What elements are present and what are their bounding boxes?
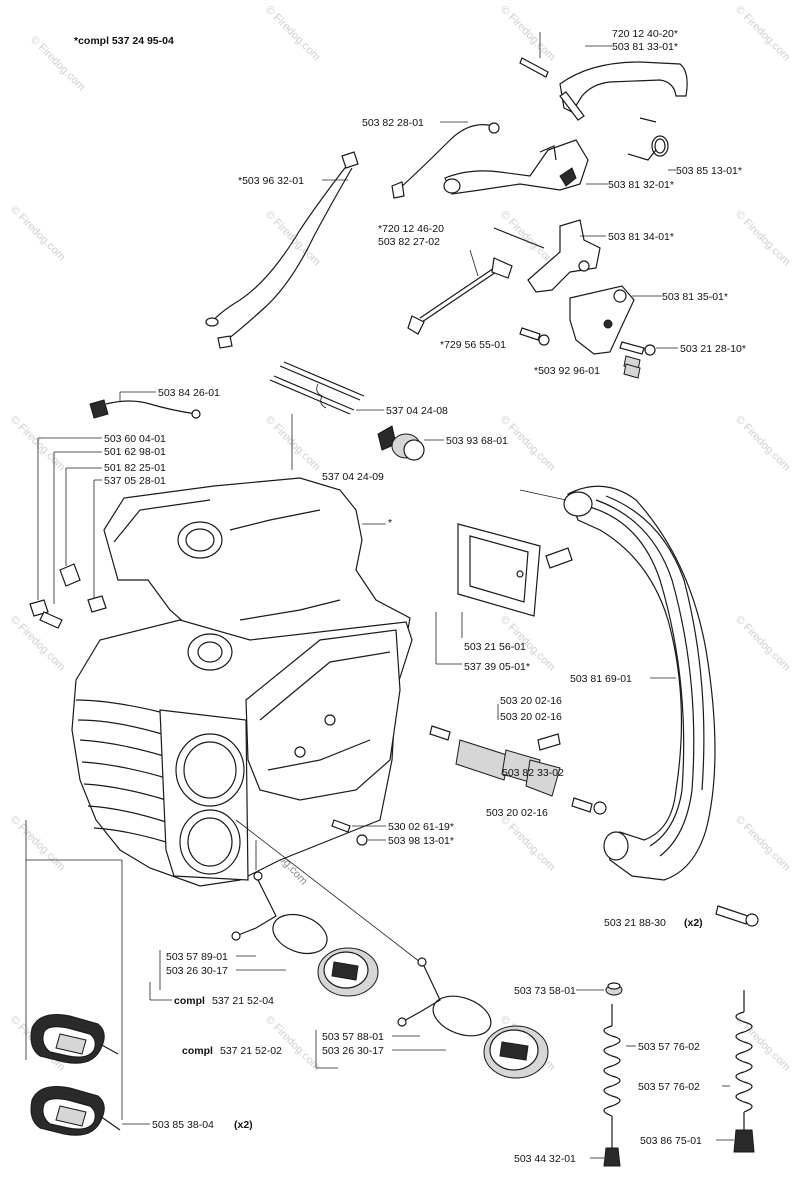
label-503-57-89-01: 503 57 89-01 <box>166 951 228 963</box>
watermark: © Firedog.com <box>733 1014 793 1074</box>
label-compl-537-21-52-02: compl <box>182 1045 213 1057</box>
throttle-trigger-part <box>519 32 688 121</box>
label-compl-537-21-52-04-num: 537 21 52-04 <box>212 995 274 1007</box>
small-fittings <box>29 563 107 629</box>
front-handle-part <box>519 485 716 881</box>
label-503-21-56-01: 503 21 56-01 <box>464 641 526 653</box>
label-537-04-24-08: 537 04 24-08 <box>386 405 448 417</box>
watermark: © Firedog.com <box>263 4 323 64</box>
watermark: © Firedog.com <box>733 209 793 269</box>
label-503-86-75-01: 503 86 75-01 <box>640 1135 702 1147</box>
watermark: © Firedog.com <box>498 814 558 874</box>
label-537-04-24-09: 537 04 24-09 <box>322 471 384 483</box>
spring-part <box>627 117 676 171</box>
bracket-part <box>527 219 606 293</box>
cap-strap-part <box>397 957 549 1079</box>
label-503-81-33-01: 503 81 33-01* <box>612 41 678 53</box>
label-503-44-32-01: 503 44 32-01 <box>514 1153 576 1165</box>
label-503-26-30-17-a: 503 26 30-17 <box>166 965 228 977</box>
leader-lines-left <box>37 437 102 604</box>
watermark: © Firedog.com <box>263 209 323 269</box>
label-530-02-61-19: 530 02 61-19* <box>388 821 454 833</box>
watermark: © Firedog.com <box>263 1014 323 1074</box>
filter-element-part <box>30 1014 121 1136</box>
watermark: © Firedog.com <box>498 4 558 64</box>
label-503-60-04-01: 503 60 04-01 <box>104 433 166 445</box>
label-star: * <box>388 517 392 529</box>
label-503-57-88-01: 503 57 88-01 <box>322 1031 384 1043</box>
label-compl-top: *compl 537 24 95-04 <box>74 35 174 47</box>
handle-screw-part <box>715 905 759 927</box>
label-537-05-28-01: 537 05 28-01 <box>104 475 166 487</box>
watermark: © Firedog.com <box>8 204 68 264</box>
label-503-81-34-01: 503 81 34-01* <box>608 231 674 243</box>
label-720-12-46-20: *720 12 46-20 <box>378 223 444 235</box>
label-compl-537-21-52-02-num: 537 21 52-02 <box>220 1045 282 1057</box>
label-503-82-28-01: 503 82 28-01 <box>362 117 424 129</box>
label-503-57-76-02-a: 503 57 76-02 <box>638 1041 700 1053</box>
fuel-tank-housing <box>71 477 413 887</box>
watermark: © Firedog.com <box>8 814 68 874</box>
label-503-21-88-30: 503 21 88-30 <box>604 917 666 929</box>
label-501-62-98-01: 501 62 98-01 <box>104 446 166 458</box>
label-501-82-25-01: 501 82 25-01 <box>104 462 166 474</box>
label-503-84-26-01: 503 84 26-01 <box>158 387 220 399</box>
label-503-85-38-04: 503 85 38-04 <box>152 1119 214 1131</box>
label-compl-537-21-52-04: compl <box>174 995 205 1007</box>
label-503-21-28-10: 503 21 28-10* <box>680 343 746 355</box>
primer-bulb-part <box>377 425 444 461</box>
watermark: © Firedog.com <box>498 209 558 269</box>
watermark: © Firedog.com <box>733 814 793 874</box>
label-537-39-05-01: 537 39 05-01* <box>464 661 530 673</box>
wire-harness-part <box>205 151 359 349</box>
label-503-82-33-02: 503 82 33-02 <box>502 767 564 779</box>
watermark: © Firedog.com <box>263 414 323 474</box>
label-503-93-68-01: 503 93 68-01 <box>446 435 508 447</box>
label-503-20-02-16-b: 503 20 02-16 <box>500 711 562 723</box>
screw-part <box>331 819 386 846</box>
label-503-85-13-01: 503 85 13-01* <box>676 165 742 177</box>
label-503-81-32-01: 503 81 32-01* <box>608 179 674 191</box>
label-503-81-69-01: 503 81 69-01 <box>570 673 632 685</box>
label-503-26-30-17-b: 503 26 30-17 <box>322 1045 384 1057</box>
label-503-96-32-01: *503 96 32-01 <box>238 175 304 187</box>
label-503-73-58-01: 503 73 58-01 <box>514 985 576 997</box>
cable-part <box>89 399 201 419</box>
label-729-56-55-01: *729 56 55-01 <box>440 339 506 351</box>
damper-part <box>429 704 607 815</box>
shaft-part <box>269 361 384 415</box>
label-x2-b: (x2) <box>234 1119 253 1131</box>
stop-lever-part <box>443 139 608 195</box>
label-503-92-96-01: *503 92 96-01 <box>534 365 600 377</box>
fuel-hose-coil-part <box>603 1004 636 1167</box>
label-503-98-13-01: 503 98 13-01* <box>388 835 454 847</box>
watermark: © Firedog.com <box>733 4 793 64</box>
label-503-20-02-16-a: 503 20 02-16 <box>500 695 562 707</box>
filter-plate-part <box>435 523 573 664</box>
watermark: © Firedog.com <box>733 414 793 474</box>
screw-part <box>519 327 550 346</box>
label-503-57-76-02-b: 503 57 76-02 <box>638 1081 700 1093</box>
label-503-81-35-01: 503 81 35-01* <box>662 291 728 303</box>
cap-strap-part <box>231 840 379 997</box>
grommet-part <box>576 982 623 996</box>
fuel-hose-coil-part <box>722 990 755 1153</box>
label-503-82-27-02: 503 82 27-02 <box>378 236 440 248</box>
watermark: © Firedog.com <box>733 614 793 674</box>
screw-part <box>619 341 678 379</box>
label-x2-a: (x2) <box>684 917 703 929</box>
label-503-20-02-16-c: 503 20 02-16 <box>486 807 548 819</box>
label-720-12-40-20: 720 12 40-20* <box>612 28 678 40</box>
wire-part <box>391 122 500 199</box>
bracket-plate-part <box>569 285 662 355</box>
pin-part <box>493 227 545 249</box>
choke-rod-part <box>407 249 513 335</box>
